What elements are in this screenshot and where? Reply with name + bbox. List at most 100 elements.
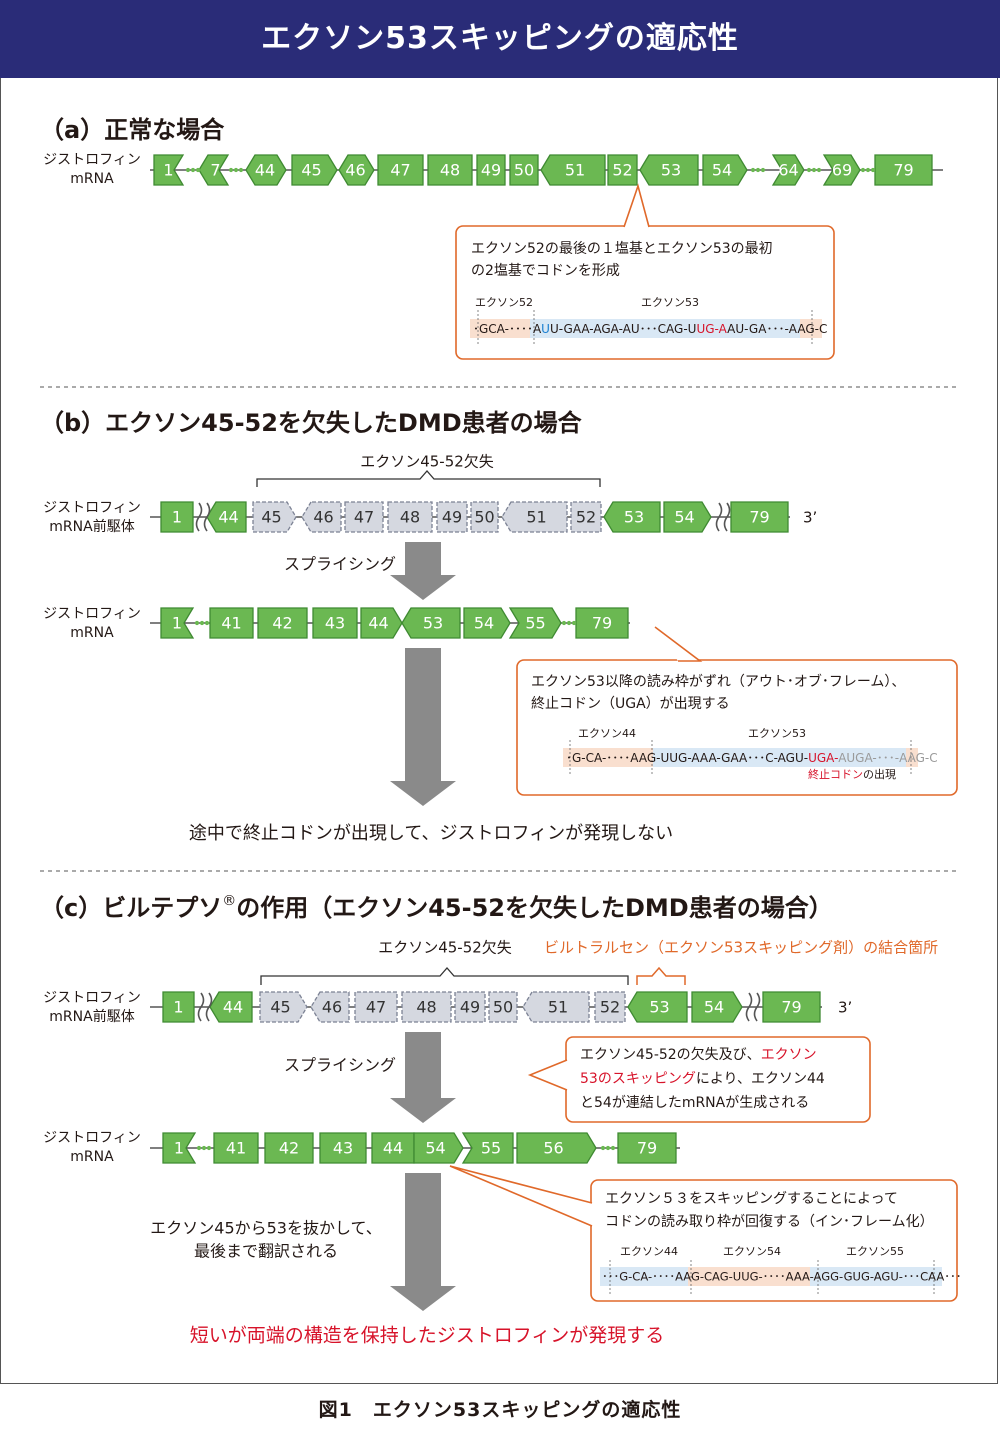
- seq-b-bg-53: [653, 748, 906, 767]
- dots-b1-dot: [204, 620, 210, 626]
- exon-b-1-label: 1: [172, 614, 182, 633]
- page-title: エクソン53スキッピングの適応性: [261, 21, 739, 56]
- exon-b-pre-44-label: 44: [218, 508, 238, 527]
- seq-a-part-4: AU-GA･･･-AAG-C: [727, 322, 827, 336]
- exon-c-pre-53: [627, 991, 688, 1023]
- exon-b-pre-52: [570, 501, 602, 533]
- exon-b-pre-50: [470, 501, 499, 533]
- exon-c-pre-49-label: 49: [460, 998, 480, 1017]
- callout-c1-line1: エクソン45-52の欠失及び、エクソン: [580, 1047, 817, 1063]
- figure-caption: 図1 エクソン53スキッピングの適応性: [318, 1399, 682, 1421]
- exon-a-44: [245, 154, 287, 186]
- exon-c-pre-46-label: 46: [322, 998, 342, 1017]
- exon-b-pre-48-label: 48: [400, 508, 420, 527]
- exon-c-54: [413, 1132, 464, 1164]
- result-b: 途中で終止コドンが出現して、ジストロフィンが発現しない: [189, 823, 673, 844]
- callout-c1-line2-part-1: により、エクソン44: [696, 1071, 825, 1087]
- exon-b-53: [401, 607, 461, 639]
- exon-c-pre-44-label: 44: [223, 998, 243, 1017]
- heading-c-part-1: ®: [222, 893, 236, 909]
- heading-a: （a）正常な場合: [40, 116, 225, 144]
- exon-b-44-label: 44: [368, 614, 388, 633]
- binding-site-label: ビルトラルセン（エクソン53スキッピング剤）の結合箇所: [544, 939, 938, 957]
- exon-a-79-label: 79: [893, 161, 913, 180]
- exon-a-52: [607, 154, 638, 186]
- seq-a-part-1: U: [541, 322, 550, 336]
- exon-c-pre-47-label: 47: [366, 998, 386, 1017]
- seq-c-label-55: エクソン55: [846, 1245, 904, 1258]
- seq-a: ･GCA-････AUU-GAA-AGA-AU･･･CAG-UUG-AAU-GA…: [473, 322, 827, 336]
- seq-c-bg-44: [600, 1267, 688, 1286]
- row-label-c-pre-0: ジストロフィン: [43, 990, 141, 1006]
- dots-a2-dot: [238, 167, 244, 173]
- exon-c-56: [516, 1132, 597, 1164]
- exon-c-pre-47: [354, 991, 398, 1023]
- exon-b-53-label: 53: [423, 614, 443, 633]
- seq-b-part-0: ･G-CA-････AAG-UUG-AAA-GAA･･･C-AGU-: [566, 751, 808, 765]
- callout-b-line1: エクソン53以降の読み枠がずれ（アウト･オブ･フレーム）、: [531, 673, 905, 690]
- exon-a-45-label: 45: [301, 161, 321, 180]
- callout-b-tail: [654, 626, 703, 662]
- stop-codon-note-part-1: の出現: [863, 767, 896, 781]
- exon-b-pre-52-label: 52: [576, 508, 596, 527]
- exon-b-pre-1-label: 1: [172, 508, 182, 527]
- exon-b-pre-51: [501, 501, 568, 533]
- row-label-b-0: ジストロフィン: [43, 606, 141, 622]
- dots-b2-dot: [571, 620, 577, 626]
- exon-b-pre-79: [730, 501, 789, 533]
- splice-arrow-b: [390, 542, 456, 600]
- row-label-c-pre-1: mRNA前駆体: [49, 1008, 134, 1025]
- translate-arrow-c: [390, 1173, 456, 1311]
- callout-b-line2: 終止コドン（UGA）が出現する: [531, 696, 730, 712]
- exon-c-pre-54-label: 54: [704, 998, 724, 1017]
- bracket-c-label: エクソン45-52欠失: [378, 939, 512, 957]
- exon-a-51-label: 51: [565, 161, 585, 180]
- exon-b-55-label: 55: [525, 614, 545, 633]
- exon-b-pre-51-label: 51: [526, 508, 546, 527]
- dots-a3-dot: [760, 167, 766, 173]
- exon-b-pre-47-label: 47: [354, 508, 374, 527]
- bracket-b: [256, 470, 601, 487]
- exon-c-79-label: 79: [637, 1139, 657, 1158]
- splice-arrow-c: [390, 1032, 456, 1123]
- exon-b-pre-48: [387, 501, 433, 533]
- exon-b-55: [508, 607, 562, 639]
- seq-c-bg-55: [810, 1267, 942, 1286]
- exon-b-pre-45: [252, 501, 297, 533]
- exon-b-43: [312, 607, 358, 639]
- dots-c2-dot: [600, 1145, 606, 1151]
- translate-arrow-b: [390, 648, 456, 806]
- exon-b-54: [463, 607, 511, 639]
- callout-c1-line1-part-1: エクソン: [761, 1047, 817, 1063]
- row-label-b-pre-0: ジストロフィン: [43, 500, 141, 516]
- result-c: 短いが両端の構造を保持したジストロフィンが発現する: [190, 1325, 665, 1347]
- gap-b-2: [715, 502, 731, 532]
- exon-c-pre-52: [594, 991, 626, 1023]
- callout-c2-line1: エクソン５３をスキッピングすることによって: [605, 1191, 898, 1207]
- seq-a-part-0: ･GCA-････A: [473, 322, 542, 336]
- exon-c-44-label: 44: [383, 1139, 403, 1158]
- exon-b-pre-53-label: 53: [624, 508, 644, 527]
- exon-a-64: [771, 154, 805, 186]
- seq-a-bg-52: [470, 319, 530, 338]
- stop-codon-note-part-0: 終止コドン: [808, 767, 863, 781]
- exon-c-pre-1-label: 1: [173, 998, 183, 1017]
- exon-b-pre-50-label: 50: [474, 508, 494, 527]
- callout-a-line2: の2塩基でコドンを形成: [471, 262, 620, 279]
- seq-b: ･G-CA-････AAG-UUG-AAA-GAA･･･C-AGU-UGA-AU…: [566, 751, 938, 765]
- exon-c-pre-48-label: 48: [416, 998, 436, 1017]
- exon-a-49-label: 49: [481, 161, 501, 180]
- exon-b-54-label: 54: [474, 614, 494, 633]
- exon-c-pre-50-label: 50: [493, 998, 513, 1017]
- dots-b1-dot: [199, 620, 205, 626]
- translate-c-line1: エクソン45から53を抜かして、: [150, 1219, 381, 1238]
- callout-c1-line2: 53のスキッピングにより、エクソン44: [580, 1071, 825, 1087]
- row-label-a-0: ジストロフィン: [43, 152, 141, 168]
- exon-c-pre-46: [310, 991, 350, 1023]
- exon-b-42: [257, 607, 308, 639]
- gap-b-1: [195, 502, 211, 532]
- exon-c-pre-48: [401, 991, 452, 1023]
- dots-b2-dot: [561, 620, 567, 626]
- seq-b-label-53: エクソン53: [748, 727, 806, 740]
- exon-c-79: [617, 1132, 677, 1164]
